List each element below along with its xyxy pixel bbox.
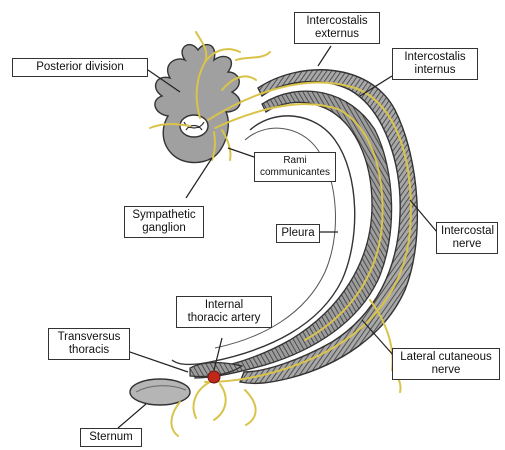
label-rami-communicantes: Rami communicantes [254,152,336,182]
label-transversus-thoracis: Transversus thoracis [48,328,130,360]
label-pleura: Pleura [276,224,320,243]
label-intercostalis-internus: Intercostalis internus [392,48,478,80]
label-posterior-division: Posterior division [12,58,148,77]
sternum-bone [130,379,190,405]
label-intercostalis-externus: Intercostalis externus [294,12,380,44]
label-internal-thoracic-artery: Internal thoracic artery [176,296,272,328]
internal-thoracic-artery-dot [208,371,220,383]
label-sternum: Sternum [80,428,142,447]
label-lateral-cutaneous-nerve: Lateral cutaneous nerve [392,348,500,380]
label-sympathetic-ganglion: Sympathetic ganglion [124,206,204,238]
label-intercostal-nerve: Intercostal nerve [436,222,498,254]
